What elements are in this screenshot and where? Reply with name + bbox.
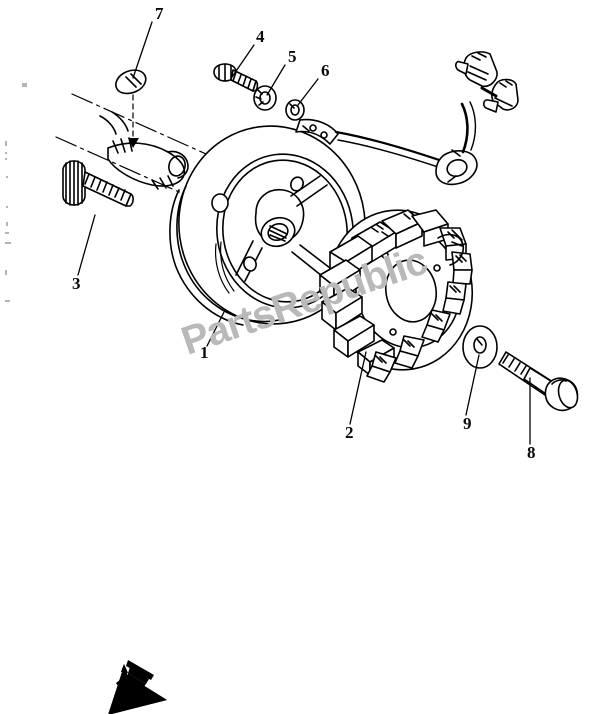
scan-artifact xyxy=(5,300,10,302)
callout-label-7: 7 xyxy=(155,4,164,23)
crankshaft-stub xyxy=(99,111,189,190)
callout-label-2: 2 xyxy=(345,423,354,442)
scan-artifact xyxy=(5,141,7,146)
scan-artifact xyxy=(5,232,9,234)
callout-label-4: 4 xyxy=(256,27,265,46)
callout-label-8: 8 xyxy=(527,443,536,462)
stator-coils xyxy=(319,209,473,383)
washer-plain-part xyxy=(462,325,498,369)
scan-artifact xyxy=(5,270,7,275)
flywheel-rotor-part xyxy=(169,125,366,326)
callout-leaders xyxy=(77,21,531,445)
washer-plain-small-part xyxy=(285,99,305,121)
stator-assembly-part xyxy=(319,209,474,383)
scan-artifact xyxy=(5,152,7,154)
callout-label-3: 3 xyxy=(72,274,81,293)
woodruff-key-part xyxy=(115,69,147,95)
callout-label-5: 5 xyxy=(288,47,297,66)
scan-artifact xyxy=(6,176,8,178)
scan-artifact xyxy=(22,83,27,87)
washer-lock-part xyxy=(253,85,277,111)
callout-label-1: 1 xyxy=(200,343,209,362)
bolt-flange-long-part xyxy=(62,160,134,207)
scan-artifact xyxy=(6,206,8,208)
scan-artifact xyxy=(5,158,7,160)
bolt-stator-mount-part xyxy=(498,351,579,412)
callout-label-6: 6 xyxy=(321,61,330,80)
screw-pan-head-part xyxy=(213,63,259,92)
stator-wiring xyxy=(295,51,519,186)
rotor-hub xyxy=(254,188,305,248)
orientation-arrow xyxy=(108,660,167,714)
scan-artifact xyxy=(6,222,8,226)
callout-label-9: 9 xyxy=(463,414,472,433)
scan-artifact xyxy=(5,242,11,244)
